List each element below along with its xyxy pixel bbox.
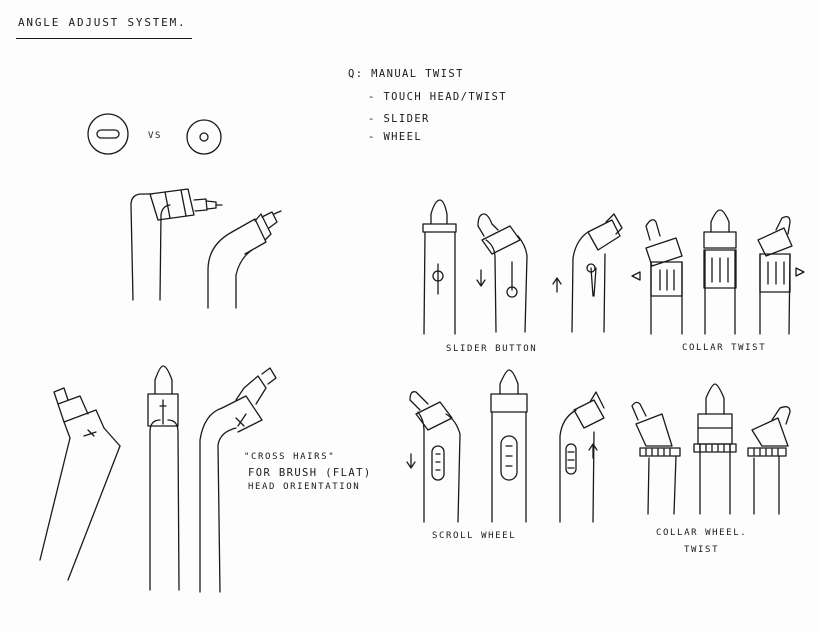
question-heading: Q: Manual twist [348, 68, 464, 80]
label-collar-wheel: Collar wheel. [656, 528, 748, 538]
pen-sketch-slider-1 [423, 200, 456, 334]
question-option-wheel: - Wheel [368, 131, 423, 143]
pen-sketch-collar-wheel-3 [748, 407, 790, 514]
pen-sketch-scroll-wheel-1 [407, 392, 460, 522]
grip-section-oval [88, 114, 128, 154]
pen-sketch-crosshair-right [200, 368, 276, 592]
pen-sketch-collar-wheel-2 [694, 384, 736, 514]
label-collar-twist: Collar twist [682, 343, 767, 353]
title-underline [16, 38, 192, 39]
pen-sketch-collar-twist-3 [758, 217, 804, 334]
pen-sketch-crosshair-center [148, 366, 179, 590]
question-option-slider: - Slider [368, 113, 430, 125]
pen-sketch-scroll-wheel-3 [560, 392, 604, 522]
note-line-3: head orientation [248, 482, 361, 492]
pen-sketch-bent-horizontal [131, 189, 222, 300]
pen-sketch-collar-wheel-1 [632, 402, 680, 514]
label-slider-button: Slider button [446, 344, 538, 354]
pen-sketch-slider-3 [553, 214, 622, 332]
pen-sketch-scroll-wheel-2 [491, 370, 527, 522]
question-option-touch-head: - Touch head/twist [368, 91, 507, 103]
pen-sketch-crosshair-left [40, 388, 120, 580]
page-title: Angle Adjust System. [18, 16, 187, 29]
label-scroll-wheel: Scroll wheel [432, 531, 517, 541]
grip-section-round [187, 120, 221, 154]
vs-label: vs [148, 131, 163, 141]
label-collar-wheel-twist: Twist [684, 545, 720, 555]
pen-sketch-collar-twist-2 [704, 210, 736, 334]
pen-sketch-bent-angled [208, 211, 281, 308]
note-line-2: for brush (flat) [248, 467, 372, 479]
pen-sketch-collar-twist-1 [632, 220, 682, 334]
pen-sketch-slider-2 [477, 214, 527, 332]
note-line-1: "Cross hairs" [244, 452, 336, 462]
